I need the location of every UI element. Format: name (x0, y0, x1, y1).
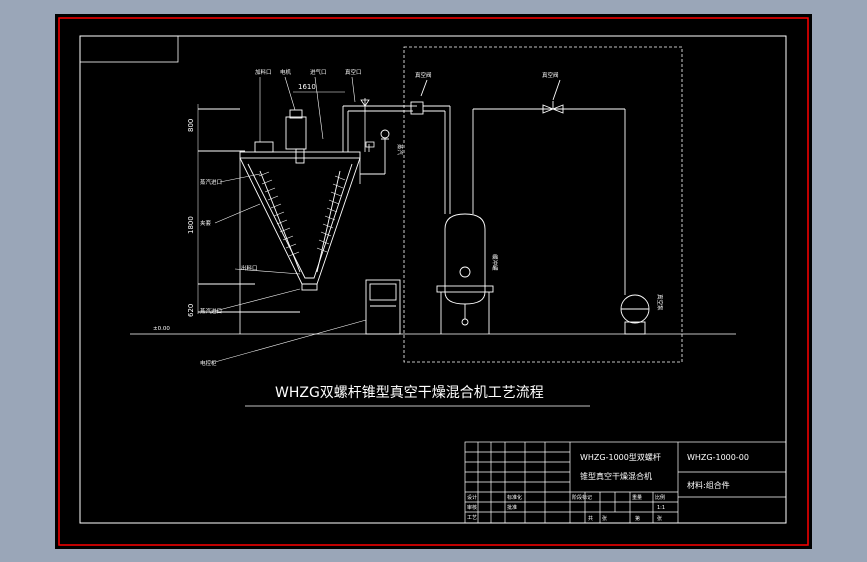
tb-scale-value: 1:1 (657, 505, 665, 511)
vacuum-pump (620, 294, 650, 335)
tb-label-sheet-no: 第 (635, 515, 640, 522)
callout-labels: 加料口 电机 进气口 真空口 蒸汽进口 夹套 出料口 蒸汽进口 电控柜 ±0.0… (153, 68, 664, 367)
label-motor: 电机 (280, 68, 292, 76)
screw-hatching (258, 171, 346, 257)
label-filter-valve-2: 真空阀 (542, 71, 559, 79)
tb-material: 材料:组合件 (687, 480, 730, 490)
tb-label-stage: 阶段标记 (572, 494, 592, 501)
dimension-lines (197, 91, 345, 314)
label-buffer-tank: 缓冲罐 (491, 254, 499, 271)
tb-label-process: 工艺 (467, 515, 477, 521)
tb-label-sheet-of-1: 张 (602, 515, 607, 522)
tb-label-design: 设计 (467, 494, 477, 501)
leader-lines (214, 76, 367, 363)
label-gas-inlet: 进气口 (310, 68, 327, 76)
title-block (464, 441, 787, 524)
tb-name-line1: WHZG-1000型双螺杆 (580, 452, 661, 462)
label-steam: 蒸汽 (396, 144, 404, 156)
vacuum-piping (405, 79, 626, 295)
tb-label-approve: 批准 (507, 504, 517, 511)
label-steam-inlet: 蒸汽进口 (200, 178, 222, 186)
label-vacuum-pump: 真空泵 (656, 294, 664, 311)
corner-box (79, 35, 179, 63)
vacuum-system-boundary (403, 46, 683, 363)
label-ground-level: ±0.00 (153, 326, 170, 332)
label-discharge: 出料口 (241, 264, 258, 272)
control-cabinet (365, 279, 401, 335)
tb-label-check: 审核 (467, 504, 477, 511)
tb-name-line2: 锥型真空干燥混合机 (580, 471, 652, 481)
title-block-text: WHZG-1000型双螺杆 锥型真空干燥混合机 WHZG-1000-00 材料:… (467, 452, 749, 522)
label-steam-outlet: 蒸汽进口 (200, 307, 222, 315)
tb-label-sheet-total: 共 (588, 515, 593, 522)
drawing-sheet: 1610 800 1800 620 加料口 电机 进气口 真空口 蒸汽进口 夹套… (55, 14, 812, 549)
cone-mixer (198, 105, 405, 313)
dim-left-upper: 800 (187, 119, 195, 132)
tb-label-weight: 重量 (632, 494, 642, 501)
buffer-tank (436, 213, 494, 334)
label-feed-inlet: 加料口 (255, 68, 272, 76)
drawing-canvas: 1610 800 1800 620 加料口 电机 进气口 真空口 蒸汽进口 夹套… (58, 17, 809, 546)
label-control-cabinet: 电控柜 (200, 359, 217, 367)
tb-label-sheet-of-2: 张 (657, 515, 662, 522)
tb-label-scale: 比例 (655, 494, 665, 501)
drawing-frame (79, 35, 787, 524)
tb-model: WHZG-1000-00 (687, 453, 749, 462)
dim-top: 1610 (298, 83, 316, 91)
label-filter-valve-1: 真空阀 (415, 71, 432, 79)
dim-left-lower: 620 (187, 304, 195, 317)
dim-left-middle: 1800 (187, 216, 195, 234)
sheet-border (58, 17, 809, 546)
tb-label-standard: 标准化 (507, 494, 522, 501)
label-jacket: 夹套 (200, 219, 212, 227)
label-vacuum-port: 真空口 (345, 68, 362, 76)
drawing-title: WHZG双螺杆锥型真空干燥混合机工艺流程 (275, 385, 544, 401)
top-valves (360, 98, 375, 152)
